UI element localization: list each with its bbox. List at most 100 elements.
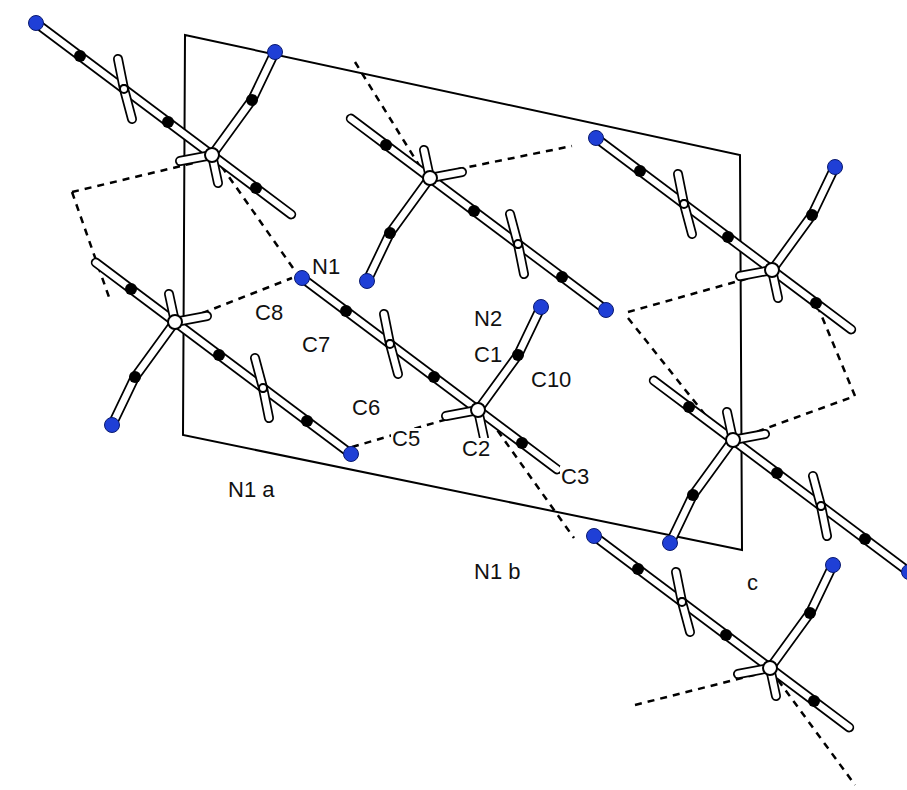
methylene-carbon [678,598,686,606]
bond-outline [212,100,252,155]
carbon-atom [771,467,783,479]
nitrogen-atom [826,558,841,573]
bond [212,100,252,155]
bond [816,303,851,329]
nitrogen-atom [29,16,44,31]
hydrogen-bond [815,300,855,396]
carbon-atom [213,349,225,361]
atom-label: C10 [530,369,572,391]
bond-outline [594,536,814,701]
unit-cell [183,35,742,550]
carbon-atom [512,349,524,361]
bond-outline [772,215,812,270]
atom-label: C3 [560,466,590,488]
bond-outline [135,322,175,377]
carbon-atom [806,209,818,221]
bond-outline [302,278,522,443]
bond-outline [770,613,810,668]
quaternary-carbon [471,403,485,417]
carbon-atom [301,415,313,427]
atom-label: N1 a [227,479,275,501]
bond-outline [522,443,557,469]
atom-label: c [746,572,759,594]
atom-label: N2 [473,308,503,330]
bond [131,289,351,454]
atom-label: C6 [351,397,381,419]
carbon-atom [687,489,699,501]
hydrogen-bond [72,162,198,192]
methylene-carbon [386,340,394,348]
carbon-atom [250,182,262,194]
nitrogen-atom [599,303,614,318]
quaternary-carbon [168,315,182,329]
nitrogen-atom [360,274,375,289]
methylene-carbon [259,384,267,392]
carbon-atom [632,563,644,575]
carbon-atom [162,116,174,128]
bond [654,381,689,407]
bond [693,440,733,495]
nitrogen-atom [589,131,604,146]
carbon-atom [74,50,86,62]
bond-outline [351,119,386,145]
carbon-atom [720,629,732,641]
quaternary-carbon [205,148,219,162]
carbon-atom [428,371,440,383]
methylene-carbon [680,200,688,208]
methylene-carbon [514,240,522,248]
nitrogen-atom [295,271,310,286]
carbon-atom [129,371,141,383]
molecules [29,16,907,728]
carbon-atom [859,533,871,545]
unit-cell-outline [183,35,742,550]
carbon-atom [556,271,568,283]
carbon-atom [683,401,695,413]
bond-outline [814,701,849,727]
bond-outline [816,303,851,329]
atom-label: N1 b [473,561,521,583]
bond [522,443,557,469]
bond [772,215,812,270]
carbon-atom [810,297,822,309]
carbon-atom [468,205,480,217]
bond-outline [386,145,606,310]
quaternary-carbon [726,433,740,447]
atom-label: N1 [311,256,341,278]
bond [351,119,386,145]
bond [390,178,430,233]
bond-outline [36,23,256,188]
atom-label: C2 [461,438,491,460]
bond [689,407,907,572]
quaternary-carbon [423,171,437,185]
nitrogen-atom [828,160,843,175]
methylene-carbon [817,502,825,510]
bond-outline [693,440,733,495]
bond [594,536,814,701]
hydrogen-bond [355,62,422,170]
hydrogen-bond [778,680,855,785]
nitrogen-atom [663,536,678,551]
atom-label: C1 [473,344,503,366]
carbon-atom [384,227,396,239]
bond [36,23,256,188]
bond-outline [390,178,430,233]
bond-outline [256,188,291,214]
bond [814,701,849,727]
bond [302,278,522,443]
carbon-atom [516,437,528,449]
bond [256,188,291,214]
bond [770,613,810,668]
carbon-atom [246,94,258,106]
carbon-atom [340,305,352,317]
carbon-atom [125,283,137,295]
hydrogen-bond [72,192,110,300]
carbon-atom [380,139,392,151]
carbon-atom [634,165,646,177]
bond [96,263,131,289]
nitrogen-atom [105,418,120,433]
bond [135,322,175,377]
quaternary-carbon [765,263,779,277]
carbon-atom [804,607,816,619]
